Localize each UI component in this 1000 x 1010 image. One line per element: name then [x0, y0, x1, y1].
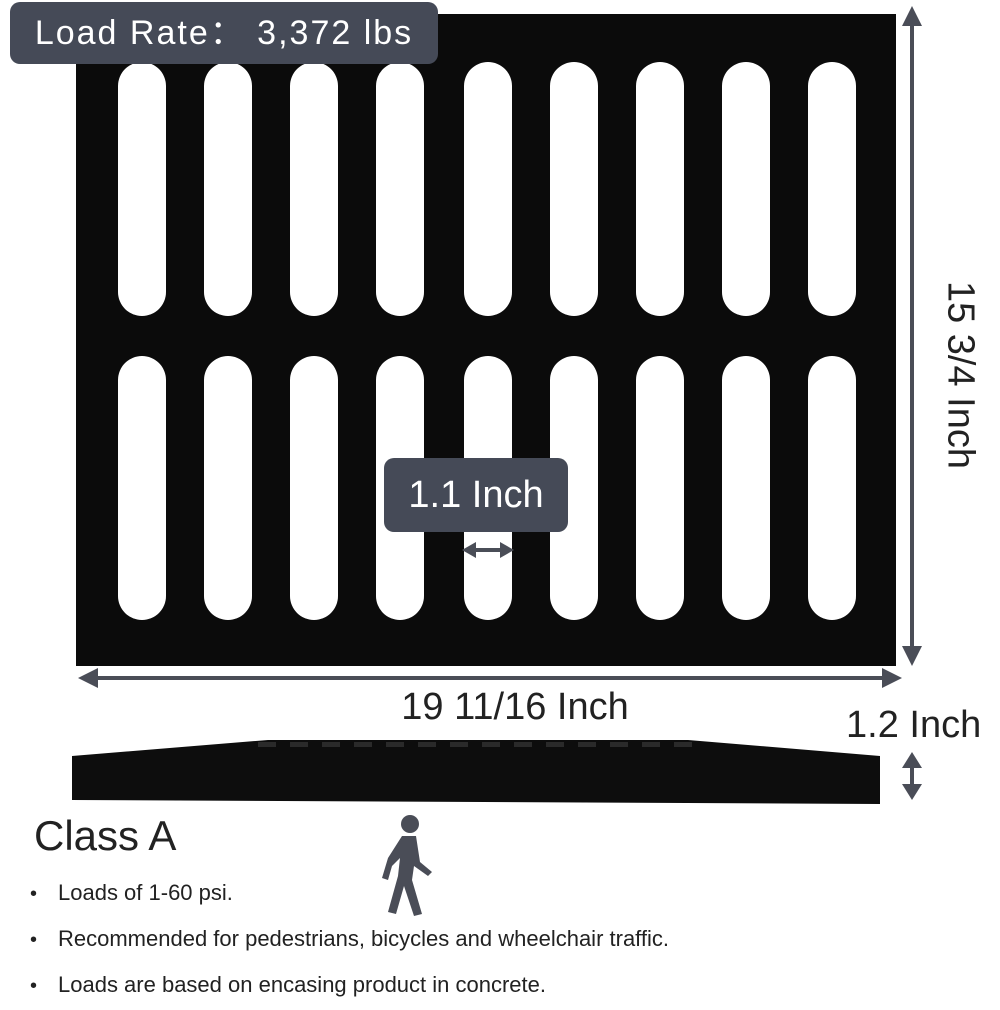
- side-slot: [514, 742, 532, 747]
- grate-slot: [722, 356, 770, 620]
- side-slot: [386, 742, 404, 747]
- height-label: 15 3/4 Inch: [939, 280, 982, 470]
- walking-person-icon: [382, 815, 432, 916]
- grate-slot: [290, 356, 338, 620]
- bullet-text: Loads are based on encasing product in c…: [58, 972, 546, 997]
- side-slot: [290, 742, 308, 747]
- list-item: •Loads of 1-60 psi.: [30, 880, 233, 905]
- side-slot: [674, 742, 692, 747]
- grate-slot: [464, 62, 512, 316]
- side-slot: [482, 742, 500, 747]
- side-slot: [450, 742, 468, 747]
- side-ribs: [258, 742, 692, 747]
- class-title: Class A: [34, 812, 177, 859]
- grate-slot: [204, 356, 252, 620]
- grate-slot: [636, 356, 684, 620]
- grate-slot: [808, 356, 856, 620]
- load-rate-badge: Load Rate： 3,372 lbs: [10, 2, 438, 64]
- grate-slot: [722, 62, 770, 316]
- grate-side-view: [72, 740, 880, 804]
- width-label: 19 11/16 Inch: [401, 686, 629, 728]
- side-slot: [610, 742, 628, 747]
- list-item: •Loads are based on encasing product in …: [30, 972, 546, 997]
- grate-slot: [290, 62, 338, 316]
- grate-slot: [636, 62, 684, 316]
- list-item: •Recommended for pedestrians, bicycles a…: [30, 926, 670, 951]
- side-slot: [418, 742, 436, 747]
- grate-slot: [550, 356, 598, 620]
- bullet-text: Loads of 1-60 psi.: [58, 880, 233, 905]
- side-slot: [578, 742, 596, 747]
- thickness-arrow-icon: [902, 752, 922, 800]
- slot-row-top: [118, 62, 856, 316]
- side-slot: [546, 742, 564, 747]
- grate-slot: [550, 62, 598, 316]
- bullet-text: Recommended for pedestrians, bicycles an…: [58, 926, 670, 951]
- side-slot: [322, 742, 340, 747]
- slot-width-badge: 1.1 Inch: [384, 458, 568, 532]
- class-details-list: •Loads of 1-60 psi. •Recommended for ped…: [30, 872, 669, 1010]
- grate-slot: [808, 62, 856, 316]
- side-slot: [258, 742, 276, 747]
- grate-slot: [118, 62, 166, 316]
- grate-slot: [118, 356, 166, 620]
- grate-slot: [204, 62, 252, 316]
- side-body: [72, 740, 880, 804]
- side-slot: [642, 742, 660, 747]
- height-arrow-icon: [902, 6, 922, 666]
- side-slot: [354, 742, 372, 747]
- thickness-label: 1.2 Inch: [846, 704, 982, 746]
- grate-slot: [376, 62, 424, 316]
- width-arrow-icon: [78, 668, 902, 688]
- grate-top-view: [76, 14, 896, 666]
